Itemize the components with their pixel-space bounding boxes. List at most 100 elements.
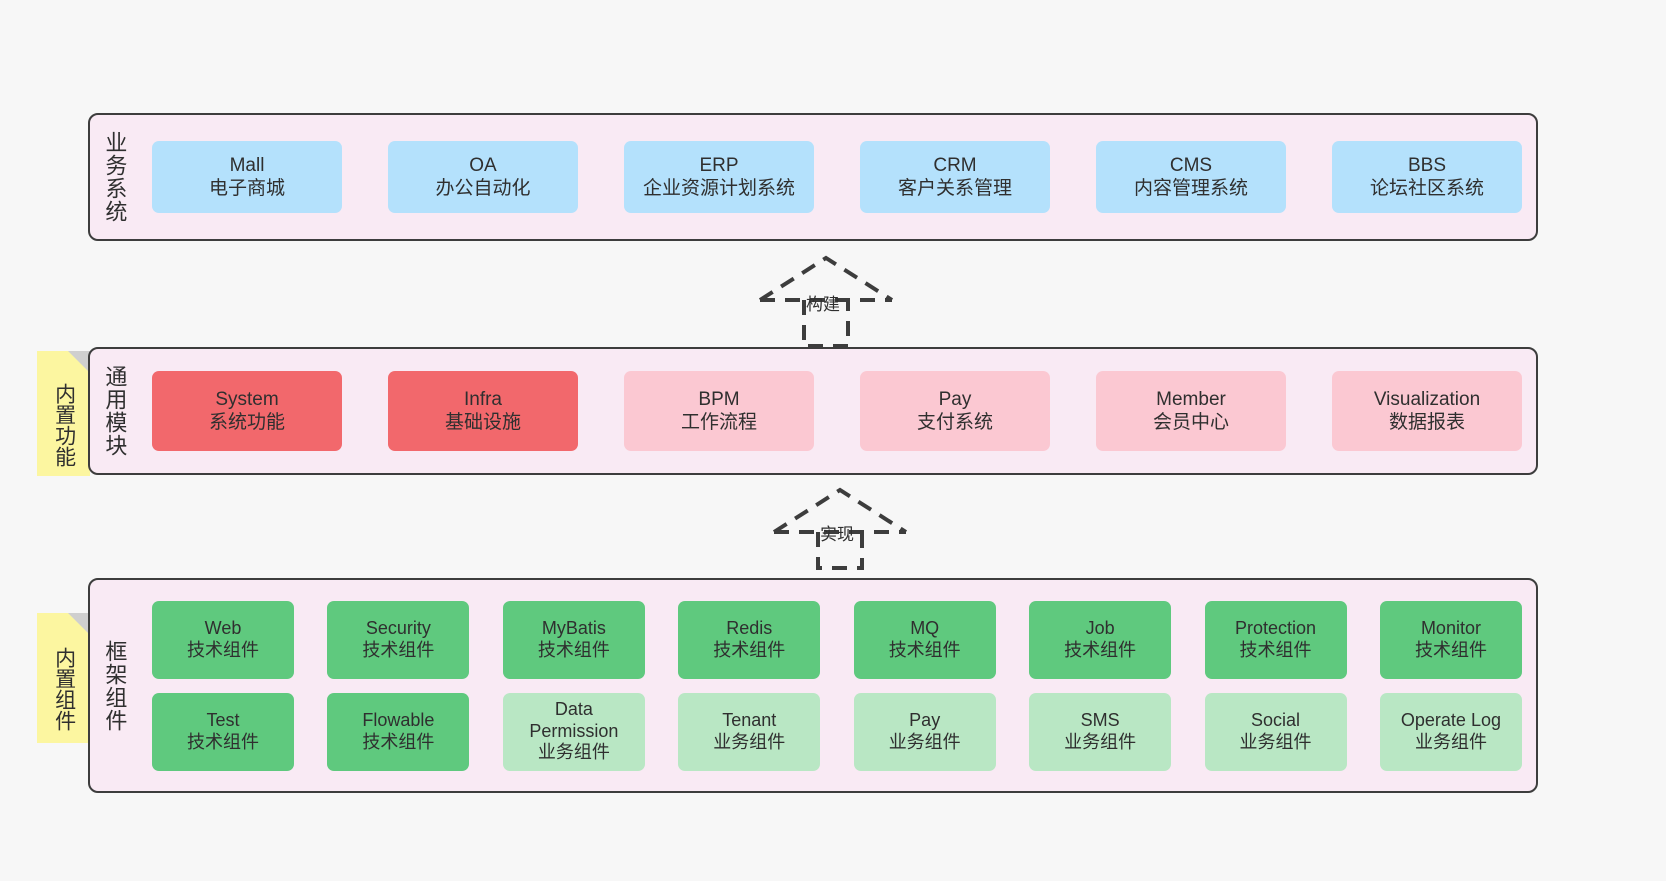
node-social[interactable]: Social 业务组件 — [1204, 692, 1347, 771]
node-test[interactable]: Test 技术组件 — [152, 692, 294, 771]
node-title: MQ — [910, 617, 940, 638]
node-subtitle: 技术组件 — [713, 639, 786, 660]
node-title: CMS — [1169, 154, 1213, 176]
node-title: MyBatis — [541, 617, 606, 638]
node-member[interactable]: Member 会员中心 — [1096, 371, 1286, 451]
node-title: Pay — [909, 709, 941, 730]
node-pay[interactable]: Pay 支付系统 — [860, 371, 1050, 451]
node-title: OA — [469, 154, 497, 176]
build-arrow: 构建 — [752, 255, 912, 348]
node-subtitle: 系统功能 — [208, 412, 285, 433]
node-title: Tenant — [722, 709, 777, 730]
layer-body-common-modules: System 系统功能 Infra 基础设施 BPM 工作流程 Pay 支付系统… — [138, 349, 1536, 473]
node-infra[interactable]: Infra 基础设施 — [388, 371, 578, 451]
node-title: Test — [206, 709, 240, 730]
node-subtitle: 企业资源计划系统 — [642, 178, 795, 199]
sticky-note-builtin-component: 内置组件 — [37, 613, 90, 743]
node-title: Job — [1085, 617, 1115, 638]
node-cms[interactable]: CMS 内容管理系统 — [1096, 141, 1286, 213]
arrow-head-outline — [758, 255, 894, 302]
node-subtitle: 支付系统 — [916, 412, 993, 433]
layer-title-framework-components: 框架组件 — [102, 639, 128, 732]
node-bpm[interactable]: BPM 工作流程 — [624, 371, 814, 451]
node-oa[interactable]: OA 办公自动化 — [388, 141, 578, 213]
node-subtitle: 技术组件 — [362, 731, 435, 752]
node-data-permission[interactable]: Data Permission 业务组件 — [502, 692, 645, 771]
node-title: Member — [1156, 388, 1226, 410]
node-subtitle: 业务组件 — [1064, 731, 1137, 752]
implement-arrow-label: 实现 — [820, 525, 854, 544]
node-title: Flowable — [362, 709, 435, 730]
node-web[interactable]: Web 技术组件 — [152, 600, 294, 679]
node-row: Web 技术组件 Security 技术组件 MyBatis 技术组件 Redi… — [152, 600, 1522, 679]
node-subtitle: 技术组件 — [537, 639, 610, 660]
node-row: Mall 电子商城 OA 办公自动化 ERP 企业资源计划系统 CRM 客户关系… — [152, 141, 1522, 213]
node-title: BBS — [1407, 154, 1447, 176]
node-title: Data Permission — [529, 698, 619, 741]
node-title: System — [215, 388, 279, 410]
layer-title-business-systems: 业务系统 — [102, 131, 128, 223]
node-subtitle: 业务组件 — [537, 742, 610, 763]
node-title: Pay — [938, 388, 972, 410]
node-subtitle: 业务组件 — [1414, 731, 1487, 752]
node-monitor[interactable]: Monitor 技术组件 — [1379, 600, 1522, 679]
node-title: SMS — [1080, 709, 1120, 730]
build-arrow-label: 构建 — [806, 295, 840, 314]
node-erp[interactable]: ERP 企业资源计划系统 — [624, 141, 814, 213]
node-system[interactable]: System 系统功能 — [152, 371, 342, 451]
node-mybatis[interactable]: MyBatis 技术组件 — [502, 600, 645, 679]
node-tenant[interactable]: Tenant 业务组件 — [678, 692, 821, 771]
arrow-shaft — [802, 300, 850, 348]
node-title: Redis — [726, 617, 773, 638]
node-crm[interactable]: CRM 客户关系管理 — [860, 141, 1050, 213]
implement-arrow: 实现 — [766, 487, 926, 570]
node-subtitle: 数据报表 — [1388, 412, 1465, 433]
node-flowable[interactable]: Flowable 技术组件 — [327, 692, 470, 771]
node-subtitle: 办公自动化 — [435, 178, 531, 199]
node-title: Operate Log — [1400, 709, 1501, 730]
node-subtitle: 内容管理系统 — [1133, 178, 1248, 199]
node-title: BPM — [698, 388, 740, 410]
node-redis[interactable]: Redis 技术组件 — [678, 600, 821, 679]
node-subtitle: 会员中心 — [1152, 412, 1229, 433]
node-title: Infra — [463, 388, 503, 410]
node-security[interactable]: Security 技术组件 — [327, 600, 470, 679]
node-subtitle: 技术组件 — [1414, 639, 1487, 660]
sticky-note-builtin-function: 内置功能 — [37, 351, 90, 476]
sticky-note-label: 内置功能 — [52, 382, 76, 467]
node-visualization[interactable]: Visualization 数据报表 — [1332, 371, 1522, 451]
layer-framework-components: 框架组件 Web 技术组件 Security 技术组件 MyBatis 技术组件… — [88, 578, 1538, 793]
sticky-note-label: 内置组件 — [52, 647, 76, 731]
node-title: Security — [365, 617, 431, 638]
node-subtitle: 技术组件 — [187, 731, 259, 752]
node-sms[interactable]: SMS 业务组件 — [1029, 692, 1172, 771]
node-title: Social — [1251, 709, 1301, 730]
node-job[interactable]: Job 技术组件 — [1029, 600, 1172, 679]
node-title: Web — [204, 617, 242, 638]
node-subtitle: 基础设施 — [444, 412, 521, 433]
node-title: Mall — [229, 154, 265, 176]
node-subtitle: 工作流程 — [680, 412, 757, 433]
node-subtitle: 技术组件 — [1064, 639, 1137, 660]
arrow-shaft — [816, 532, 864, 570]
node-bbs[interactable]: BBS 论坛社区系统 — [1332, 141, 1522, 213]
node-subtitle: 技术组件 — [187, 639, 259, 660]
node-subtitle: 业务组件 — [713, 731, 786, 752]
node-title: CRM — [933, 154, 977, 176]
layer-business-systems: 业务系统 Mall 电子商城 OA 办公自动化 ERP 企业资源计划系统 CRM… — [88, 113, 1538, 241]
node-title: Visualization — [1373, 388, 1481, 410]
arrow-head-outline — [772, 487, 908, 534]
node-subtitle: 技术组件 — [888, 639, 961, 660]
node-operate-log[interactable]: Operate Log 业务组件 — [1379, 692, 1522, 771]
node-protection[interactable]: Protection 技术组件 — [1204, 600, 1347, 679]
layer-body-business-systems: Mall 电子商城 OA 办公自动化 ERP 企业资源计划系统 CRM 客户关系… — [138, 115, 1536, 239]
node-pay-business[interactable]: Pay 业务组件 — [853, 692, 996, 771]
node-mall[interactable]: Mall 电子商城 — [152, 141, 342, 213]
node-subtitle: 技术组件 — [1239, 639, 1312, 660]
node-subtitle: 技术组件 — [362, 639, 435, 660]
node-title: ERP — [699, 154, 739, 176]
node-title: Monitor — [1420, 617, 1481, 638]
node-title: Protection — [1235, 617, 1317, 638]
node-mq[interactable]: MQ 技术组件 — [853, 600, 996, 679]
